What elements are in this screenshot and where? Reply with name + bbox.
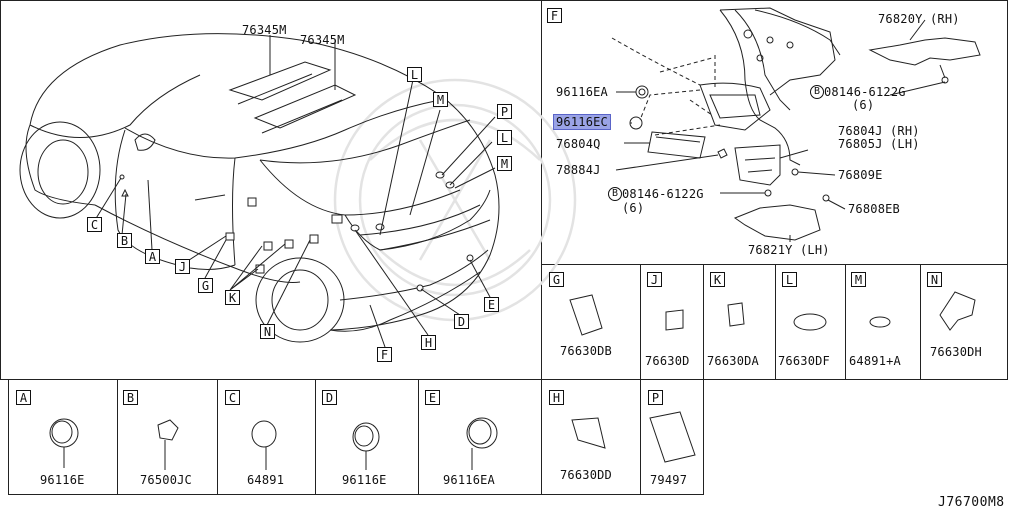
cell-l-part: 76630DF bbox=[778, 354, 830, 368]
part-label-08146-bottom: 08146-6122G bbox=[622, 187, 704, 201]
cell-j-letter: J bbox=[647, 272, 662, 287]
bolt-marker-bottom: B bbox=[608, 187, 622, 201]
cell-c-part: 64891 bbox=[247, 473, 285, 487]
callout-h: H bbox=[421, 335, 436, 350]
callout-d: D bbox=[454, 314, 469, 329]
bolt-marker-top: B bbox=[810, 85, 824, 99]
part-label-76809e: 76809E bbox=[838, 168, 883, 182]
callout-j: J bbox=[175, 259, 190, 274]
cell-j-part: 76630D bbox=[645, 354, 690, 368]
callout-p: P bbox=[497, 104, 512, 119]
panel-f-letter: F bbox=[547, 8, 562, 23]
car-outline bbox=[25, 33, 500, 332]
grid-bottom-art bbox=[49, 411, 696, 470]
part-label-76345m-right: 76345M bbox=[300, 33, 345, 47]
cell-n-part: 76630DH bbox=[930, 345, 982, 359]
callout-n: N bbox=[260, 324, 275, 339]
cell-m-letter: M bbox=[851, 272, 866, 287]
cell-p-letter: P bbox=[648, 390, 663, 405]
cell-b-part: 76500JC bbox=[140, 473, 192, 487]
callout-c: C bbox=[87, 217, 102, 232]
callout-m-top: M bbox=[433, 92, 448, 107]
callout-k: K bbox=[225, 290, 240, 305]
cell-e-part: 96116EA bbox=[443, 473, 495, 487]
cell-c-letter: C bbox=[225, 390, 240, 405]
callout-f: F bbox=[377, 347, 392, 362]
part-label-76821y: 76821Y (LH) bbox=[748, 243, 830, 257]
cell-l-letter: L bbox=[782, 272, 797, 287]
callout-e: E bbox=[484, 297, 499, 312]
cell-d-part: 96116E bbox=[342, 473, 387, 487]
cell-p-part: 79497 bbox=[650, 473, 688, 487]
cell-g-part: 76630DB bbox=[560, 344, 612, 358]
cell-d-letter: D bbox=[322, 390, 337, 405]
detail-panel-f bbox=[541, 0, 1008, 265]
cell-a-part: 96116E bbox=[40, 473, 85, 487]
body-part-markers bbox=[119, 171, 474, 292]
part-label-08146-top: 08146-6122G bbox=[824, 85, 906, 99]
cell-h-part: 76630DD bbox=[560, 468, 612, 482]
cell-m-part: 64891+A bbox=[849, 354, 901, 368]
watermark-seal bbox=[333, 78, 577, 322]
callout-m: M bbox=[497, 156, 512, 171]
callout-l-top: L bbox=[407, 67, 422, 82]
part-label-76808eb: 76808EB bbox=[848, 202, 900, 216]
part-label-78884j: 78884J bbox=[556, 163, 601, 177]
cell-a-letter: A bbox=[16, 390, 31, 405]
part-label-96116ea: 96116EA bbox=[556, 85, 608, 99]
part-label-76804q: 76804Q bbox=[556, 137, 601, 151]
cell-k-part: 76630DA bbox=[707, 354, 759, 368]
part-label-76805j: 76805J (LH) bbox=[838, 137, 920, 151]
part-qty-08146-top: (6) bbox=[852, 98, 875, 112]
part-label-96116ec-highlighted[interactable]: 96116EC bbox=[553, 114, 611, 130]
part-qty-08146-bottom: (6) bbox=[622, 201, 645, 215]
cell-e-letter: E bbox=[425, 390, 440, 405]
callout-a: A bbox=[145, 249, 160, 264]
cell-h-letter: H bbox=[549, 390, 564, 405]
callout-b: B bbox=[117, 233, 132, 248]
cell-k-letter: K bbox=[710, 272, 725, 287]
leader-lines-main bbox=[94, 35, 496, 348]
part-label-76820y: 76820Y (RH) bbox=[878, 12, 960, 26]
callout-g: G bbox=[198, 278, 213, 293]
part-label-76345m-left: 76345M bbox=[242, 23, 287, 37]
front-wheel bbox=[19, 121, 101, 219]
callout-l: L bbox=[497, 130, 512, 145]
panel-f-art bbox=[611, 7, 981, 242]
cell-b-letter: B bbox=[123, 390, 138, 405]
grid-right-art bbox=[569, 291, 976, 336]
diagram-number: J76700M8 bbox=[938, 495, 1005, 510]
part-label-76804j: 76804J (RH) bbox=[838, 124, 920, 138]
cell-n-letter: N bbox=[927, 272, 942, 287]
rear-wheel bbox=[255, 257, 345, 343]
cell-g-letter: G bbox=[549, 272, 564, 287]
